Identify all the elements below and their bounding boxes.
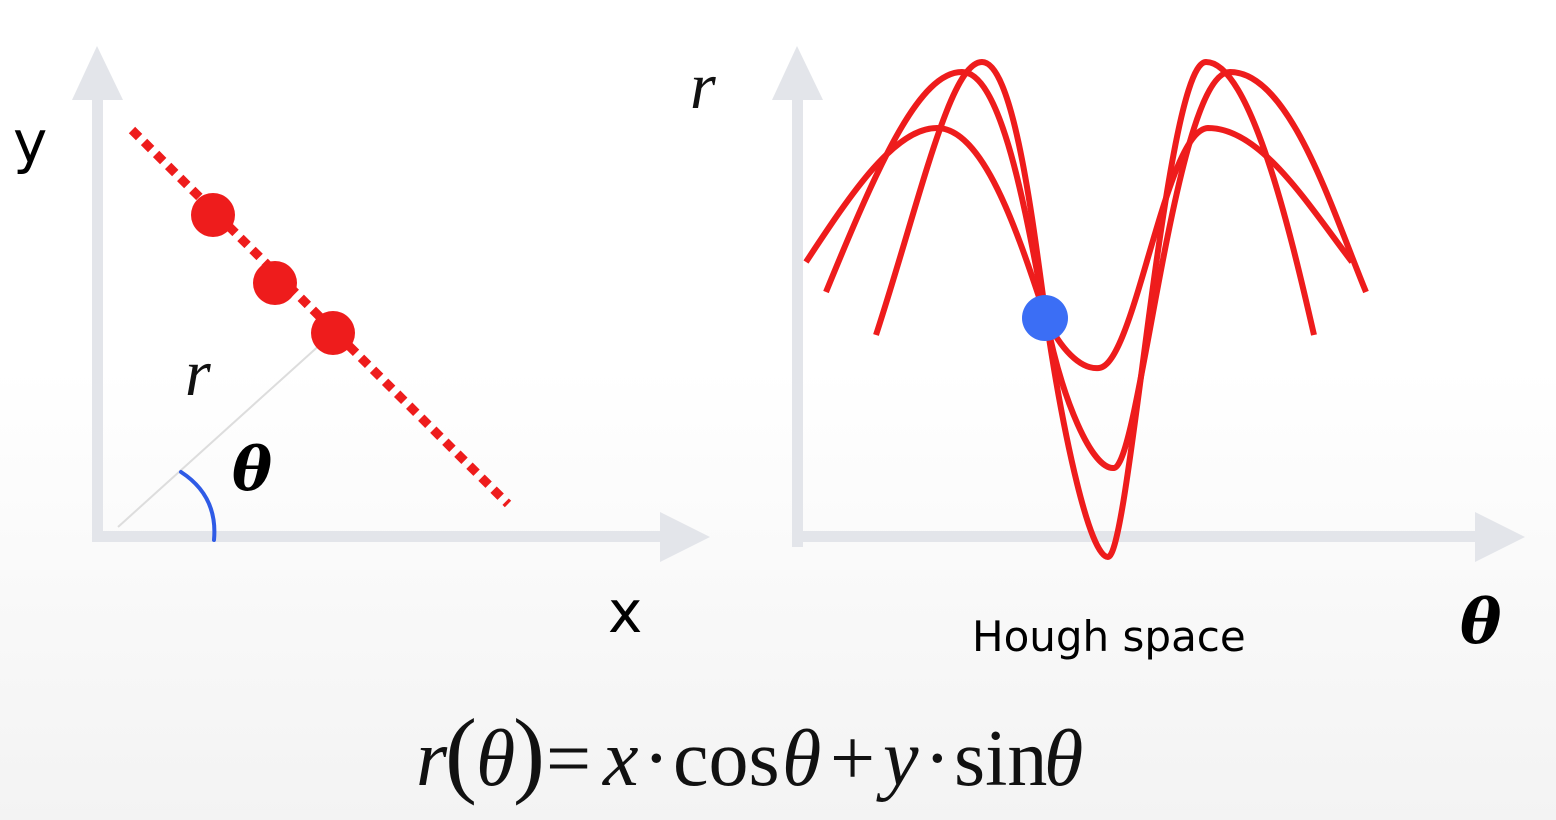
hough-curve-3 bbox=[873, 59, 1317, 560]
image-space-panel: y x r θ bbox=[13, 46, 710, 646]
image-space-x-axis bbox=[92, 531, 662, 542]
image-space-y-axis-arrow bbox=[72, 46, 123, 100]
image-space-theta-label: θ bbox=[232, 435, 272, 505]
hough-space-theta-axis bbox=[792, 531, 1482, 542]
image-space-x-label: x bbox=[608, 578, 642, 646]
edge-point-3 bbox=[311, 311, 355, 355]
hough-space-r-label: r bbox=[690, 50, 716, 123]
formula-theta-2: θ bbox=[1044, 715, 1083, 803]
formula-plus: + bbox=[830, 715, 875, 803]
formula-dot-1: · bbox=[643, 715, 670, 803]
formula-x: x bbox=[602, 715, 639, 803]
image-space-y-axis bbox=[92, 95, 103, 542]
formula-theta-1: θ bbox=[782, 715, 821, 803]
formula-cos: cos bbox=[673, 715, 780, 803]
hough-space-theta-axis-arrow bbox=[1475, 512, 1525, 562]
hough-curve-2 bbox=[823, 69, 1369, 471]
hough-space-panel: r θ Hough space bbox=[690, 46, 1525, 661]
intersection-point bbox=[1022, 295, 1068, 341]
hough-space-r-axis bbox=[792, 95, 803, 547]
image-space-y-label: y bbox=[13, 108, 47, 176]
image-space-x-axis-arrow bbox=[660, 512, 710, 562]
hough-space-theta-label: θ bbox=[1460, 585, 1502, 658]
hough-formula: r ( θ ) = x · cos θ + y · sin θ bbox=[416, 699, 1083, 806]
formula-arg: θ bbox=[476, 715, 515, 803]
hough-space-caption: Hough space bbox=[972, 612, 1246, 661]
hough-curve-1 bbox=[803, 125, 1355, 372]
theta-angle-arc bbox=[179, 470, 217, 542]
formula-sin: sin bbox=[954, 715, 1047, 803]
hough-space-r-axis-arrow bbox=[772, 46, 823, 100]
radius-line bbox=[117, 332, 334, 528]
formula-y: y bbox=[876, 715, 919, 803]
formula-equals: = bbox=[546, 715, 591, 803]
formula-lparen: ( bbox=[445, 699, 477, 806]
formula-lhs: r bbox=[416, 715, 448, 803]
formula-rparen: ) bbox=[513, 699, 545, 806]
image-space-r-label: r bbox=[185, 337, 211, 410]
edge-point-2 bbox=[253, 261, 297, 305]
dotted-line bbox=[128, 126, 512, 508]
formula-dot-2: · bbox=[924, 715, 951, 803]
edge-point-1 bbox=[191, 193, 235, 237]
svg-text:r ( θ ): r ( θ ) = x · cos θ + y · sin θ bbox=[416, 699, 1083, 806]
